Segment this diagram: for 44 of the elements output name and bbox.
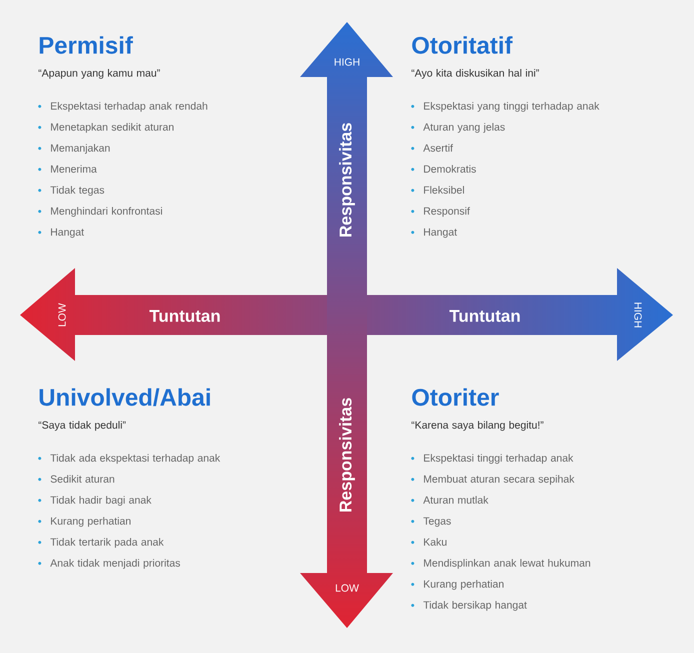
bullet-item: Fleksibel [411,186,464,194]
bullet-item: Membuat aturan secara sepihak [411,474,574,485]
bullet-item: Tidak tegas [38,186,104,196]
bullet-item: Demokratis [411,164,476,173]
quadrant-title: Otoriter [412,388,499,406]
quote-text: “Karena saya bilang begitu!” [412,420,544,431]
axis-end-label: LOW [58,303,66,326]
bullet-item: Ekspektasi tinggi terhadap anak [411,454,574,464]
bullet-item: Menghindari konfrontasi [38,206,162,217]
axis-title: Tuntutan [449,310,520,322]
bullet-item: Tidak hadir bagi anak [38,496,152,506]
axis-end-label: HIGH [634,302,642,328]
bullet-item: Menetapkan sedikit aturan [38,122,174,133]
bullet-item: Anak tidak menjadi prioritas [38,558,180,569]
bullet-item: Mendisplinkan anak lewat hukuman [411,558,590,569]
bullet-item: Aturan yang jelas [411,122,505,133]
axis-end-label: HIGH [334,58,360,66]
bullet-item: Kurang perhatian [38,516,130,527]
bullet-item: Asertif [411,144,453,152]
bullet-item: Responsif [411,206,470,217]
bullet-item: Hangat [38,228,84,238]
bullet-item: Tidak bersikap hangat [411,600,527,611]
axis-title: Tuntutan [149,310,220,322]
quadrant-title: Otoritatif [412,36,513,54]
quote-text: “Ayo kita diskusikan hal ini” [412,68,539,79]
axis-end-label: LOW [336,584,359,592]
bullet-item: Tidak ada ekspektasi terhadap anak [38,454,220,464]
bullet-item: Hangat [411,228,457,238]
axis-title: Responsivitas [339,123,355,236]
bullet-item: Aturan mutlak [411,496,488,504]
quadrant-title: Permisif [40,36,133,54]
bullet-item: Memanjakan [38,144,110,154]
quote-text: “Apapun yang kamu mau” [38,68,160,79]
bullet-item: Tidak tertarik pada anak [38,538,164,548]
quote-text: “Saya tidak peduli” [38,420,126,431]
quadrant-title: Univolved/Abai [40,388,210,406]
bullet-item: Ekspektasi yang tinggi terhadap anak [411,102,600,112]
bullet-item: Ekspektasi terhadap anak rendah [38,102,208,112]
bullet-item: Sedikit aturan [38,474,114,483]
bullet-item: Kurang perhatian [411,580,504,590]
bullet-item: Kaku [411,538,446,546]
bullet-item: Tegas [411,517,451,527]
axis-title: Responsivitas [339,398,355,512]
bullet-item: Menerima [38,164,97,173]
